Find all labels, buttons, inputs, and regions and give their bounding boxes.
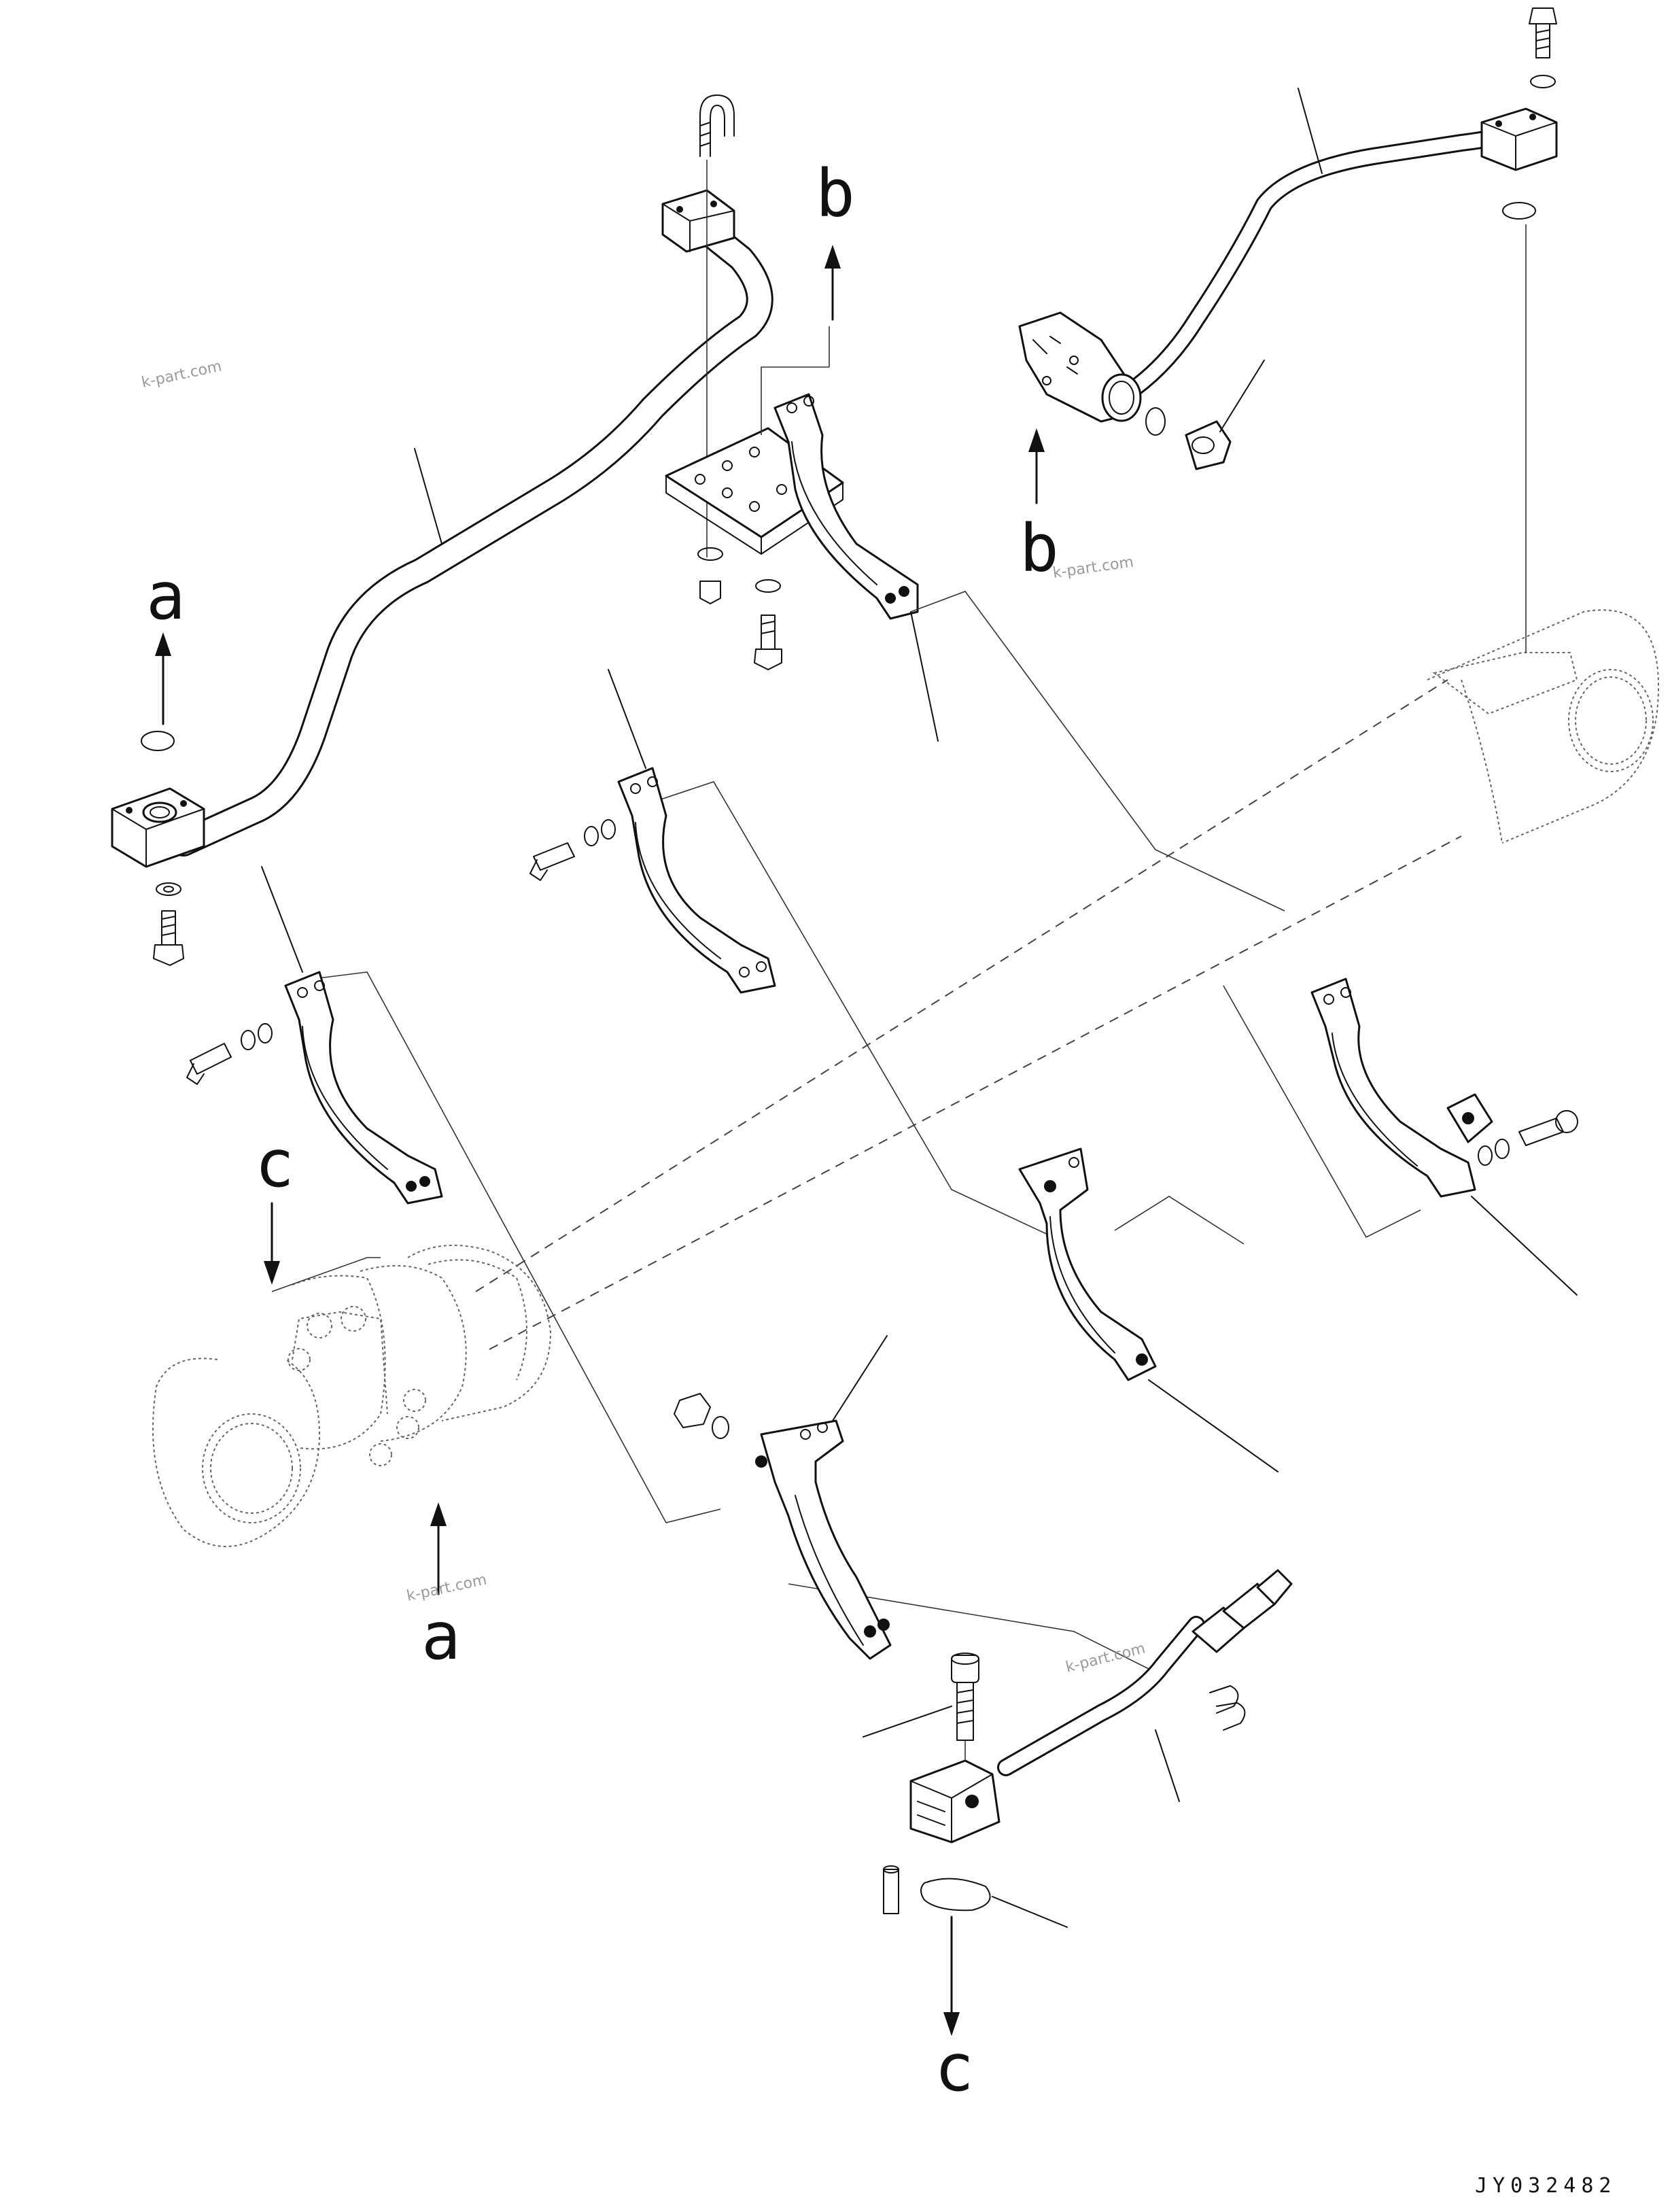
pipe-clamp-3 bbox=[1310, 978, 1578, 1296]
cylinder-rear-head bbox=[152, 1245, 552, 1547]
assembly-guide-lines bbox=[271, 326, 1421, 1673]
cylinder-tube bbox=[1427, 609, 1660, 844]
plug bbox=[1185, 360, 1265, 470]
arrow-b-mid bbox=[1028, 428, 1045, 504]
steel-pipe-right bbox=[1106, 88, 1558, 410]
pipe-clamp-1 bbox=[261, 866, 443, 1205]
cylinder-centerline bbox=[475, 679, 1462, 1350]
o-ring-b bbox=[1145, 407, 1166, 436]
dowel-pin bbox=[883, 1865, 899, 1914]
right-flange-bolt bbox=[1502, 7, 1557, 653]
elbow-fitting-b bbox=[1018, 311, 1142, 423]
label-b-mid: b bbox=[1020, 511, 1059, 587]
clamp-5-nut-washer bbox=[674, 1393, 729, 1439]
arrow-c-bottom bbox=[943, 1916, 960, 2036]
pipe-clamp-upper bbox=[773, 393, 939, 742]
watermark-2: k-part.com bbox=[1051, 554, 1134, 582]
watermark-1: k-part.com bbox=[140, 358, 223, 392]
plate-nut-washer bbox=[697, 547, 782, 670]
label-c-left: c bbox=[255, 1126, 294, 1202]
o-ring-a bbox=[141, 731, 175, 751]
arrow-c-left bbox=[264, 1202, 280, 1285]
pipe-clamp-5 bbox=[755, 1335, 892, 1660]
gasket bbox=[920, 1878, 1068, 1928]
socket-head-bolt bbox=[863, 1653, 979, 1761]
steel-pipe-left bbox=[111, 189, 773, 868]
watermark-4: k-part.com bbox=[1064, 1640, 1147, 1676]
pipe-clamp-4 bbox=[1018, 1147, 1278, 1472]
connector-block bbox=[909, 1759, 1001, 1844]
clamp-2-bolt-washer bbox=[529, 819, 616, 881]
clamp-3-bolt-washer bbox=[1478, 1110, 1578, 1166]
hose-assembly bbox=[997, 1569, 1293, 1802]
arrow-a-top bbox=[155, 632, 171, 725]
arrow-b-top bbox=[824, 245, 841, 321]
lower-flange-bolt bbox=[153, 882, 184, 966]
arrow-a-bottom bbox=[430, 1502, 447, 1595]
label-a-bottom: a bbox=[421, 1598, 461, 1674]
label-b-top: b bbox=[816, 156, 855, 232]
clamp-1-bolt-washer bbox=[186, 1023, 273, 1085]
pipe-clamp-2 bbox=[608, 669, 776, 994]
hose-end-fitting bbox=[1209, 1685, 1246, 1731]
label-c-bottom: c bbox=[935, 2030, 974, 2106]
label-a-top: a bbox=[146, 558, 186, 634]
drawing-code: JY032482 bbox=[1475, 2174, 1617, 2198]
